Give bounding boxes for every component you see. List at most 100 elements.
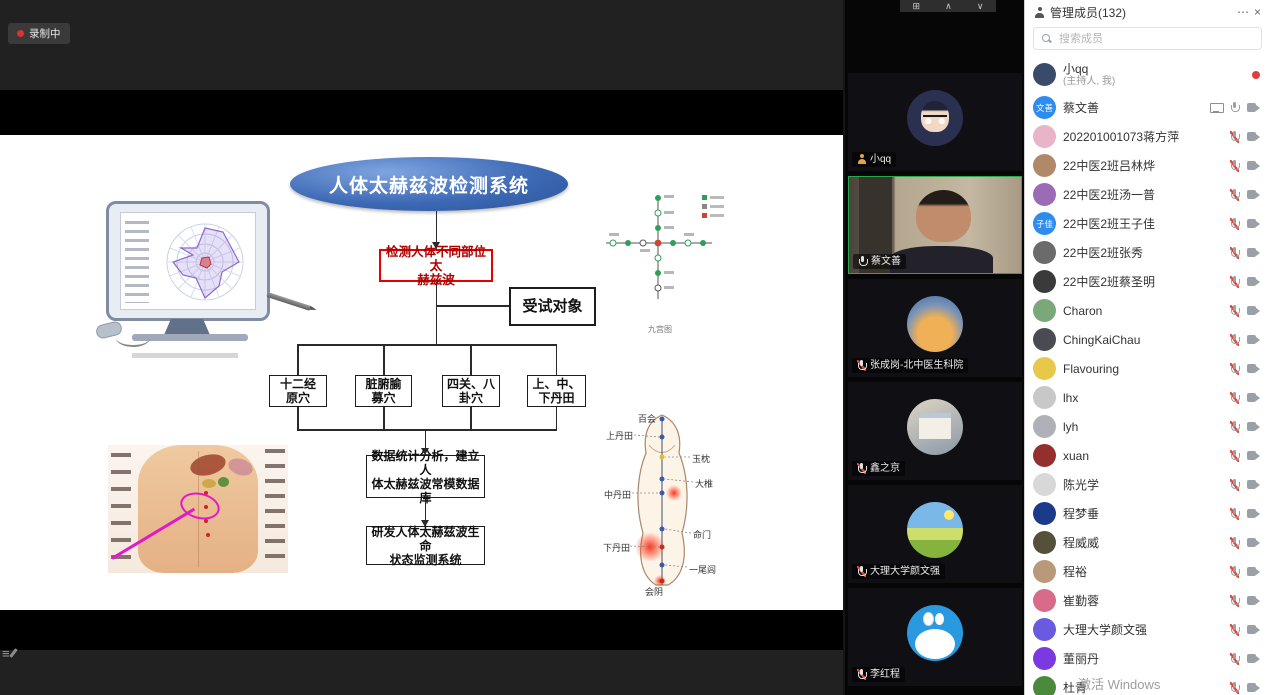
camera-icon[interactable] — [1247, 393, 1260, 402]
camera-icon[interactable] — [1247, 509, 1260, 518]
flow-box-detect: 检测人体不同部位太 赫兹波 — [379, 245, 493, 287]
camera-icon[interactable] — [1247, 683, 1260, 692]
stylus-probe — [266, 292, 312, 311]
mic-muted-icon[interactable] — [1230, 681, 1240, 694]
member-row[interactable]: 202201001073蒋方萍 — [1025, 122, 1270, 151]
device-screen — [120, 212, 256, 310]
camera-icon[interactable] — [1247, 306, 1260, 315]
flow-line — [435, 211, 437, 249]
flow-line — [297, 407, 299, 430]
member-row[interactable]: 大理大学颜文强 — [1025, 615, 1270, 644]
member-row[interactable]: lhx — [1025, 383, 1270, 412]
camera-icon[interactable] — [1247, 596, 1260, 605]
camera-icon[interactable] — [1247, 364, 1260, 373]
view-controls[interactable]: ⊞ ∧ ∨ — [900, 0, 996, 12]
video-tile[interactable]: 鑫之京 — [848, 382, 1022, 480]
member-row[interactable]: 程裕 — [1025, 557, 1270, 586]
mic-muted-icon[interactable] — [1230, 362, 1240, 375]
member-row[interactable]: lyh — [1025, 412, 1270, 441]
flow-box-branch: 十二经 原穴 — [269, 375, 327, 407]
camera-icon[interactable] — [1247, 277, 1260, 286]
camera-icon[interactable] — [1247, 161, 1260, 170]
member-row[interactable]: 杜青 — [1025, 673, 1270, 695]
member-name: 程裕 — [1063, 564, 1088, 579]
dantian-body-diagram: 百会 上丹田 玉枕 中丹田 大椎 命门 下丹田 一尾闾 会阴 — [600, 407, 730, 605]
video-tile[interactable]: 蔡文善 — [848, 176, 1022, 274]
member-row[interactable]: 程梦垂 — [1025, 499, 1270, 528]
camera-icon[interactable] — [1247, 335, 1260, 344]
device-tablet — [106, 201, 270, 321]
participant-label: 鑫之京 — [852, 461, 905, 476]
collapse-up-icon[interactable]: ∧ — [945, 1, 952, 11]
mic-muted-icon[interactable] — [1230, 217, 1240, 230]
video-tile[interactable]: 李红程 — [848, 588, 1022, 686]
mic-muted-icon[interactable] — [1230, 275, 1240, 288]
member-row[interactable]: 22中医2班张秀 — [1025, 238, 1270, 267]
activate-windows-watermark: 激活 Windows — [1078, 677, 1161, 692]
member-name: 程威威 — [1063, 535, 1100, 550]
mic-muted-icon[interactable] — [1230, 333, 1240, 346]
mic-muted-icon[interactable] — [1230, 565, 1240, 578]
recording-indicator[interactable]: 录制中 — [8, 23, 70, 44]
mic-icon[interactable] — [1230, 101, 1240, 114]
mic-muted-icon[interactable] — [1230, 420, 1240, 433]
mic-muted-icon[interactable] — [1230, 507, 1240, 520]
mic-muted-icon[interactable] — [1230, 246, 1240, 259]
member-row[interactable]: 董丽丹 — [1025, 644, 1270, 673]
member-row[interactable]: 小qq(主持人, 我) — [1025, 56, 1270, 93]
member-row[interactable]: xuan — [1025, 441, 1270, 470]
member-row[interactable]: 22中医2班蔡圣明 — [1025, 267, 1270, 296]
mic-muted-icon[interactable] — [1230, 652, 1240, 665]
camera-icon[interactable] — [1247, 625, 1260, 634]
camera-icon[interactable] — [1247, 654, 1260, 663]
member-row[interactable]: Charon — [1025, 296, 1270, 325]
camera-icon[interactable] — [1247, 103, 1260, 112]
screen-share-icon[interactable] — [1210, 102, 1224, 113]
member-row[interactable]: Flavouring — [1025, 354, 1270, 383]
camera-icon[interactable] — [1247, 480, 1260, 489]
recording-dot — [1252, 70, 1260, 79]
expand-down-icon[interactable]: ∨ — [976, 1, 984, 11]
device-base — [132, 334, 248, 341]
annotation-tools-icon[interactable]: ≡ — [2, 646, 24, 664]
layout-grid-icon[interactable]: ⊞ — [912, 1, 921, 11]
mic-muted-icon[interactable] — [1230, 449, 1240, 462]
member-row[interactable]: 22中医2班吕林烨 — [1025, 151, 1270, 180]
mic-muted-icon[interactable] — [1230, 623, 1240, 636]
camera-icon[interactable] — [1247, 567, 1260, 576]
close-panel-icon[interactable]: × — [1253, 5, 1261, 19]
camera-icon[interactable] — [1247, 422, 1260, 431]
camera-icon[interactable] — [1247, 219, 1260, 228]
member-row[interactable]: ChingKaiChau — [1025, 325, 1270, 354]
mic-muted-icon[interactable] — [1230, 130, 1240, 143]
member-row[interactable]: 22中医2班汤一普 — [1025, 180, 1270, 209]
member-row[interactable]: 崔勤蓉 — [1025, 586, 1270, 615]
mic-muted-icon[interactable] — [1230, 478, 1240, 491]
video-tile[interactable]: 大理大学颜文强 — [848, 485, 1022, 583]
camera-icon[interactable] — [1247, 538, 1260, 547]
mic-muted-icon[interactable] — [1230, 391, 1240, 404]
mic-muted-icon[interactable] — [1230, 536, 1240, 549]
video-tile[interactable]: 张成岗-北中医生科院 — [848, 279, 1022, 377]
flow-line — [555, 407, 557, 430]
member-row[interactable]: 程威威 — [1025, 528, 1270, 557]
member-role: (主持人, 我) — [1063, 75, 1116, 87]
more-options-icon[interactable]: ⋯ — [1236, 5, 1249, 19]
camera-icon[interactable] — [1247, 451, 1260, 460]
mic-muted-icon[interactable] — [1230, 594, 1240, 607]
mic-muted-icon[interactable] — [1230, 159, 1240, 172]
member-row[interactable]: 文善蔡文善 — [1025, 93, 1270, 122]
camera-icon[interactable] — [1247, 190, 1260, 199]
member-name: ChingKaiChau — [1063, 332, 1141, 347]
acupoint-labels-right — [265, 449, 285, 567]
member-search-box[interactable] — [1033, 27, 1262, 50]
video-tile[interactable]: 小qq — [848, 73, 1022, 171]
camera-icon[interactable] — [1247, 132, 1260, 141]
search-input[interactable] — [1057, 31, 1254, 46]
member-row[interactable]: 陈光学 — [1025, 470, 1270, 499]
mic-muted-icon[interactable] — [1230, 304, 1240, 317]
mic-muted-icon[interactable] — [1230, 188, 1240, 201]
camera-icon[interactable] — [1247, 248, 1260, 257]
gallbladder-illustration — [218, 477, 229, 487]
